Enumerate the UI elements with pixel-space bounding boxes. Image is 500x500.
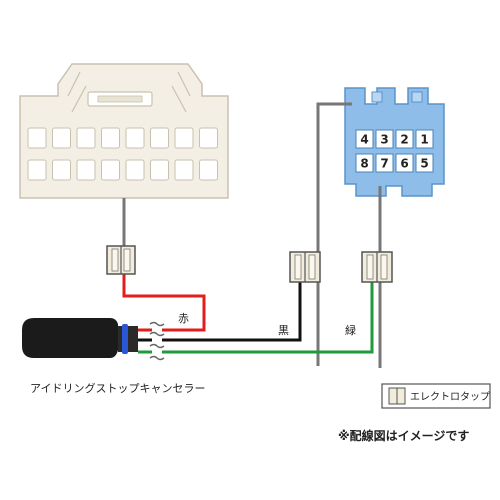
red-wire-label: 赤 [178, 312, 189, 325]
legend-box: エレクトロタップ [381, 383, 491, 409]
blue-connector-pin-number: 5 [420, 157, 428, 171]
blue-connector-pin-cell [415, 153, 434, 173]
white-connector-cavity [101, 159, 120, 181]
blue-connector-pin-number: 2 [400, 133, 408, 147]
idle-stop-canceller-device [22, 318, 165, 361]
white-connector-cavity [150, 159, 169, 181]
white-connector-cavity [199, 127, 218, 149]
white-connector-cavity [76, 159, 96, 181]
device-blue-ring [122, 324, 128, 354]
blue-connector-pin-number: 8 [360, 157, 368, 171]
white-connector-cavity [76, 127, 96, 149]
white-connector-cavity [52, 159, 71, 181]
legend-tap-icon [388, 387, 406, 405]
black-wire [162, 278, 302, 342]
white-harness-connector [19, 63, 229, 199]
blue-connector-pin-number: 3 [380, 133, 388, 147]
colored-wires [122, 272, 374, 354]
electro-tap [289, 251, 321, 283]
black-wire-label: 黒 [278, 324, 289, 337]
white-connector-cavity [125, 159, 145, 181]
electro-tap [106, 245, 136, 275]
electro-tap [361, 251, 393, 283]
image-note: ※配線図はイメージです [338, 428, 469, 443]
blue-connector-pin-cell [355, 153, 374, 173]
wire-break-mark [149, 321, 165, 361]
white-connector-cavity [101, 127, 120, 149]
white-connector-cavity [199, 159, 218, 181]
white-connector-cavity [174, 159, 194, 181]
device-label: アイドリングストップキャンセラー [30, 381, 205, 395]
red-wire [122, 272, 206, 332]
white-connector-cavities [27, 127, 218, 181]
green-wire [162, 278, 374, 354]
blue-connector-pin-cell [355, 129, 374, 149]
blue-connector-pin-cell [395, 129, 414, 149]
white-connector-cavity [27, 127, 47, 149]
blue-connector-pin-cell [415, 129, 434, 149]
device-body [22, 318, 118, 358]
white-connector-cavity [52, 127, 71, 149]
blue-connector-pin-number: 6 [400, 157, 408, 171]
green-wire-label: 緑 [345, 323, 356, 337]
white-connector-body [19, 63, 229, 199]
white-connector-cavity [125, 127, 145, 149]
blue-connector-pin-cell [375, 153, 394, 173]
legend-label: エレクトロタップ [410, 391, 490, 403]
white-connector-cavity [150, 127, 169, 149]
blue-connector-pin-number: 7 [380, 157, 388, 171]
blue-connector-pin-number: 1 [420, 133, 428, 147]
white-connector-cavity [27, 159, 47, 181]
blue-connector-pin-number: 4 [360, 133, 368, 147]
blue-connector-pin-cell [375, 129, 394, 149]
blue-connector-pin-cell [395, 153, 414, 173]
white-connector-cavity [174, 127, 194, 149]
